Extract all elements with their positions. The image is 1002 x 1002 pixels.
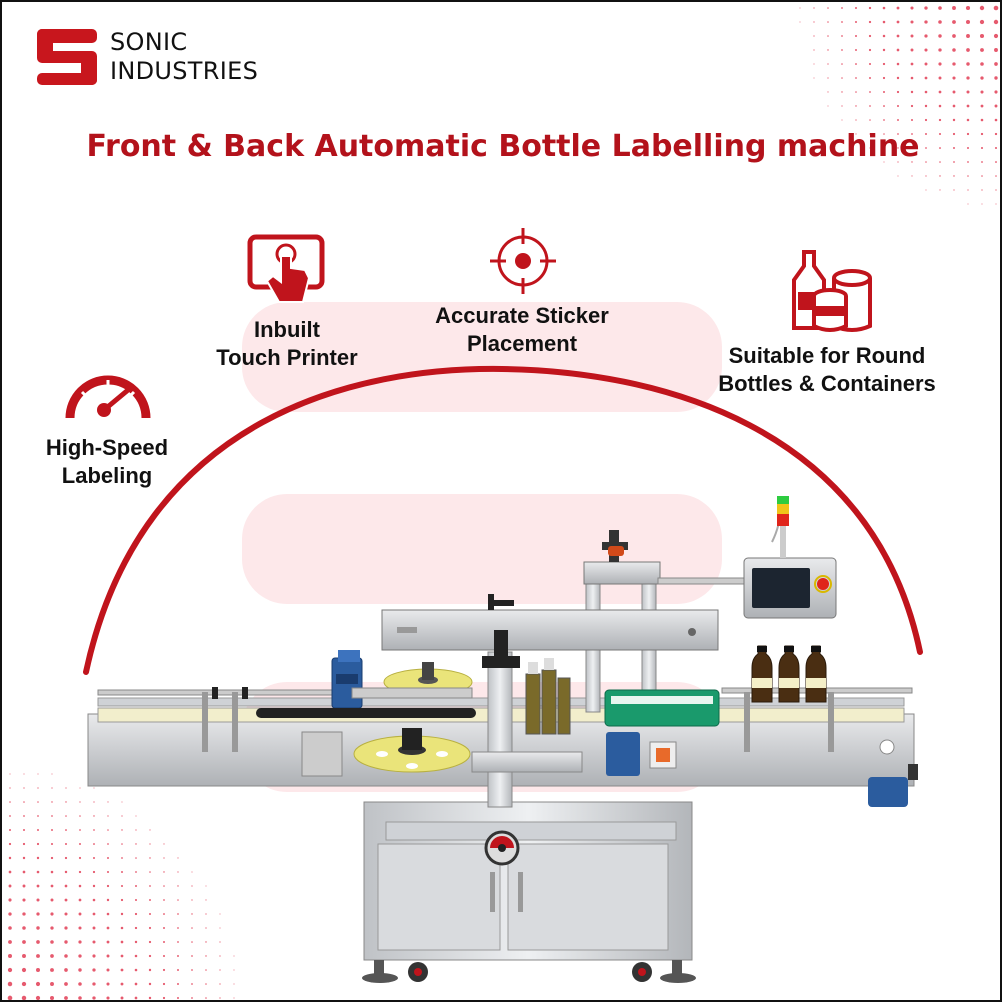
feature-high-speed: High-Speed Labeling [22,434,192,490]
speedometer-icon [65,375,151,419]
brand-line-1: SONIC [110,28,188,56]
page-title: Front & Back Automatic Bottle Labelling … [86,129,920,164]
touch-tablet-icon [247,234,325,303]
feature-accurate-placement: Accurate Sticker Placement [402,302,642,358]
bottles-containers-icon [792,250,872,332]
feature-accurate-placement-line2: Placement [466,331,578,356]
feature-touch-printer-line1: Inbuilt [254,317,320,342]
feature-touch-printer-line2: Touch Printer [216,345,358,370]
feature-round-bottles-line2: Bottles & Containers [718,371,936,396]
brand-name: SONIC INDUSTRIES [110,28,258,86]
feature-round-bottles-line1: Suitable for Round [728,343,926,368]
feature-high-speed-line1: High-Speed [45,435,169,460]
feature-touch-printer: Inbuilt Touch Printer [192,316,382,372]
brand-logo [35,26,99,88]
target-icon [490,228,556,294]
feature-accurate-placement-line1: Accurate Sticker [435,303,609,328]
feature-round-bottles: Suitable for Round Bottles & Containers [692,342,962,398]
feature-high-speed-line2: Labeling [61,463,153,488]
brand-line-2: INDUSTRIES [110,57,259,85]
sonic-logo-icon [37,29,97,85]
